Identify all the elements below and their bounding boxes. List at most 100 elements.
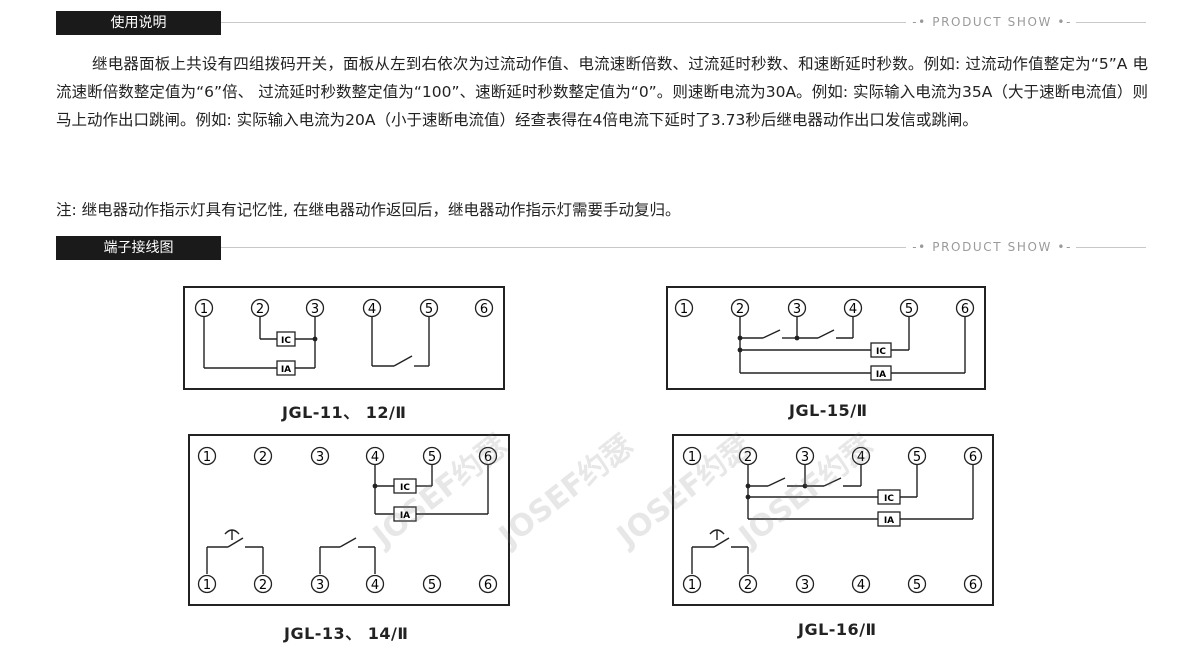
svg-text:1: 1 (680, 302, 688, 317)
svg-text:IC: IC (884, 494, 894, 504)
terminal: 2 (730, 298, 750, 318)
terminal: 6 (478, 446, 498, 466)
svg-text:4: 4 (371, 450, 379, 465)
terminal: 4 (362, 298, 382, 318)
svg-text:1: 1 (200, 302, 208, 317)
terminal: 2 (253, 446, 273, 466)
svg-text:2: 2 (744, 578, 752, 593)
terminal-row-top: 1 2 3 4 5 6 (197, 446, 498, 466)
terminal: 5 (419, 298, 439, 318)
svg-text:4: 4 (857, 578, 865, 593)
svg-text:1: 1 (203, 578, 211, 593)
terminal: 1 (197, 446, 217, 466)
svg-text:1: 1 (203, 450, 211, 465)
svg-text:3: 3 (311, 302, 319, 317)
note-paragraph: 注: 继电器动作指示灯具有记忆性, 在继电器动作返回后，继电器动作指示灯需要手动… (56, 201, 681, 219)
svg-text:IA: IA (884, 516, 894, 526)
terminal: 1 (674, 298, 694, 318)
terminal: 4 (851, 446, 871, 466)
svg-text:3: 3 (316, 578, 324, 593)
wiring-diagram-jgl-11-12: 1 2 3 4 5 6 IC IA (183, 286, 505, 390)
svg-text:4: 4 (857, 450, 865, 465)
svg-text:IC: IC (876, 347, 886, 357)
product-show-label: -• PRODUCT SHOW •- (906, 15, 1146, 29)
terminal: 1 (194, 298, 214, 318)
svg-text:3: 3 (316, 450, 324, 465)
ia-coil: IA (870, 365, 892, 381)
ia-coil: IA (393, 506, 417, 522)
ic-coil: IC (276, 331, 296, 347)
section-tag: 使用说明 (56, 11, 221, 35)
terminal: 5 (907, 446, 927, 466)
terminal: 6 (474, 298, 494, 318)
ic-coil: IC (870, 342, 892, 358)
terminal-row-top: 1 2 3 4 5 6 (682, 446, 983, 466)
section-rule (221, 247, 1146, 248)
ia-coil: IA (877, 511, 901, 527)
svg-text:5: 5 (428, 578, 436, 593)
svg-text:IC: IC (281, 336, 291, 346)
wiring-diagram-jgl-13-14: 1 2 3 4 5 6 1 2 3 4 5 6 IC IA (188, 434, 510, 606)
svg-text:5: 5 (905, 302, 913, 317)
terminal: 1 (682, 446, 702, 466)
terminal: 4 (851, 574, 871, 594)
watermark: JOSEF约瑟 (492, 428, 640, 554)
svg-text:5: 5 (428, 450, 436, 465)
terminal: 5 (422, 574, 442, 594)
svg-text:2: 2 (259, 450, 267, 465)
svg-text:4: 4 (849, 302, 857, 317)
svg-text:2: 2 (256, 302, 264, 317)
svg-text:5: 5 (913, 450, 921, 465)
svg-text:4: 4 (368, 302, 376, 317)
svg-text:6: 6 (480, 302, 488, 317)
terminal: 4 (843, 298, 863, 318)
section-rule (221, 22, 1146, 23)
wiring-diagram-jgl-16: 1 2 3 4 5 6 1 2 3 4 5 6 IC IA (672, 434, 994, 606)
svg-text:IA: IA (876, 370, 886, 380)
svg-text:3: 3 (801, 450, 809, 465)
terminal-row: 1 2 3 4 5 6 (674, 298, 975, 318)
svg-text:IA: IA (400, 511, 410, 521)
svg-text:3: 3 (801, 578, 809, 593)
svg-text:6: 6 (484, 578, 492, 593)
terminal: 3 (795, 574, 815, 594)
terminal: 4 (365, 574, 385, 594)
terminal: 6 (955, 298, 975, 318)
diagram-caption: JGL-16/Ⅱ (798, 620, 877, 639)
terminal: 3 (795, 446, 815, 466)
svg-text:IA: IA (281, 365, 291, 375)
terminal-row: 1 2 3 4 5 6 (194, 298, 494, 318)
wiring-diagram-jgl-15: 1 2 3 4 5 6 IC IA (666, 286, 986, 390)
diagram-caption: JGL-13、 14/Ⅱ (284, 624, 409, 643)
terminal: 2 (738, 574, 758, 594)
svg-text:2: 2 (736, 302, 744, 317)
terminal: 3 (787, 298, 807, 318)
terminal: 6 (963, 574, 983, 594)
section-header-wiring: 端子接线图 -• PRODUCT SHOW •- (56, 236, 1146, 260)
usage-paragraph: 继电器面板上共设有四组拨码开关，面板从左到右依次为过流动作值、电流速断倍数、过流… (56, 55, 1148, 129)
svg-text:2: 2 (259, 578, 267, 593)
svg-text:6: 6 (969, 450, 977, 465)
terminal: 4 (365, 446, 385, 466)
terminal: 2 (250, 298, 270, 318)
terminal: 5 (907, 574, 927, 594)
svg-text:6: 6 (969, 578, 977, 593)
section-header-usage: 使用说明 -• PRODUCT SHOW •- (56, 11, 1146, 35)
svg-text:1: 1 (688, 578, 696, 593)
diagram-caption: JGL-11、 12/Ⅱ (282, 403, 407, 422)
terminal: 6 (963, 446, 983, 466)
ic-coil: IC (877, 489, 901, 505)
terminal: 1 (197, 574, 217, 594)
svg-text:3: 3 (793, 302, 801, 317)
svg-text:4: 4 (371, 578, 379, 593)
terminal: 5 (899, 298, 919, 318)
terminal: 3 (310, 574, 330, 594)
svg-text:2: 2 (744, 450, 752, 465)
ia-coil: IA (276, 360, 296, 376)
terminal: 1 (682, 574, 702, 594)
svg-text:1: 1 (688, 450, 696, 465)
svg-text:6: 6 (484, 450, 492, 465)
svg-text:5: 5 (913, 578, 921, 593)
terminal: 3 (310, 446, 330, 466)
terminal-row-bottom: 1 2 3 4 5 6 (682, 574, 983, 594)
